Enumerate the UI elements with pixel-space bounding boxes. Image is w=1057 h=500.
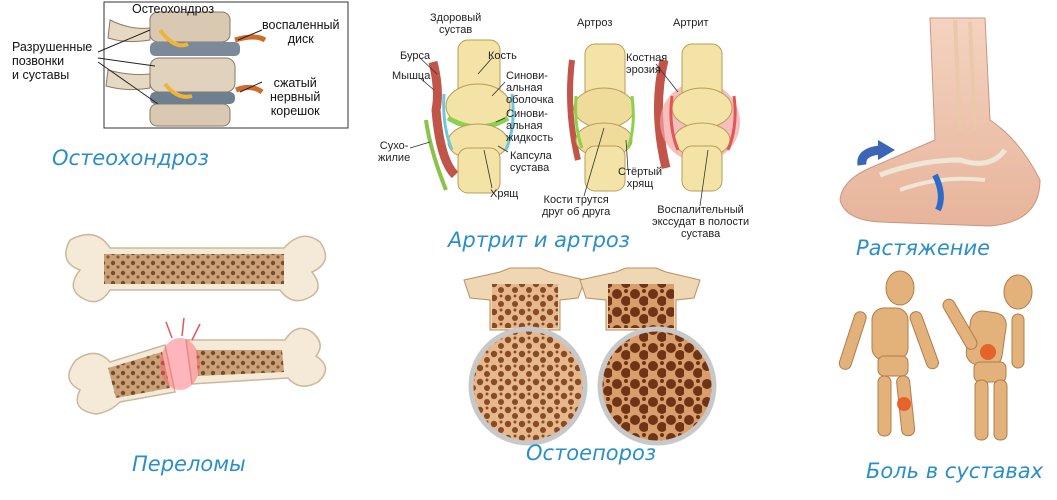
osteo-title: Остеохондроз [132, 2, 215, 16]
label-line: оболочка [506, 94, 554, 106]
label-line: диск [287, 32, 314, 46]
label-line: воспаленный [262, 18, 340, 32]
label-worn-cartilage: Стёртый хрящ [618, 166, 662, 190]
caption-sprain: Растяжение [856, 236, 991, 260]
joints-col-healthy: Здоровый сустав [430, 12, 481, 36]
label-line: корешок [270, 104, 320, 118]
label-line: жидкость [506, 132, 554, 144]
label-tendon: Сухо- жилие [378, 140, 410, 164]
label-line: сжатый [273, 76, 317, 90]
label-synovial-fluid: Синови- альная жидкость [506, 108, 553, 144]
label-line: Воспалительный [657, 204, 744, 216]
label-line: Кости трутся [543, 194, 609, 206]
osteo-label-nerve: сжатый нервный корешок [270, 76, 320, 118]
label-line: нервный [270, 90, 321, 104]
label-line: Разрушенные [12, 40, 93, 54]
label-line: экссудат в полости [652, 216, 750, 228]
label-line: Здоровый [430, 12, 482, 24]
caption-joint-pain: Боль в суставах [866, 459, 1044, 483]
label-synovial-membrane: Синови- альная оболочка [506, 70, 554, 106]
caption-fractures: Переломы [132, 452, 246, 476]
label-line: Синови- [506, 108, 548, 120]
label-line: альная [506, 120, 543, 132]
caption-osteoporosis: Остоепороз [526, 441, 656, 465]
joints-col-arthrosis: Артроз [577, 17, 613, 29]
label-line: сустава [680, 228, 721, 240]
joints-col-arthritis: Артрит [673, 17, 709, 29]
label-bone: Кость [488, 50, 517, 62]
label-line: сустав [439, 24, 473, 36]
label-capsule: Капсула сустава [510, 150, 552, 174]
label-muscle: Мышца [392, 70, 431, 82]
label-exudate: Воспалительный экссудат в полости сустав… [652, 204, 749, 240]
label-line: Стёртый [618, 166, 663, 178]
label-bursa: Бурса [400, 50, 431, 62]
osteo-label-disc: воспаленный диск [262, 18, 339, 46]
label-line: хрящ [626, 178, 654, 190]
healthy-joint [424, 39, 515, 194]
label-line: Синови- [506, 70, 548, 82]
caption-arthritis-arthrosis: Артрит и артроз [448, 228, 630, 252]
label-cartilage: Хрящ [490, 188, 519, 200]
label-line: сустава [510, 162, 550, 174]
label-line: альная [506, 82, 543, 94]
label-line: эрозия [626, 64, 661, 76]
label-bones-rub: Кости трутся друг об друга [542, 194, 610, 218]
label-line: Капсула [510, 150, 552, 162]
label-line: жилие [378, 152, 411, 164]
label-line: Сухо- [379, 140, 409, 152]
label-bone-erosion: Костная эрозия [626, 52, 667, 76]
label-line: Костная [626, 52, 668, 64]
osteo-label-destroyed: Разрушенные позвонки и суставы [12, 40, 92, 82]
caption-osteochondrosis: Остеохондроз [52, 146, 209, 170]
label-line: и суставы [12, 68, 70, 82]
label-line: друг об друга [542, 206, 611, 218]
label-line: позвонки [12, 54, 65, 68]
